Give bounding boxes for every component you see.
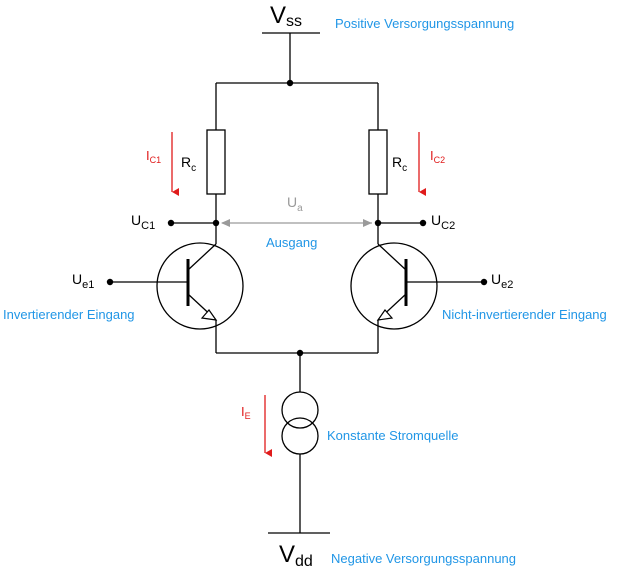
junction-dot [212, 219, 220, 227]
vdd-label: Vdd [279, 541, 313, 570]
ue1-label: Ue1 [72, 271, 94, 291]
ic1-label: IC1 [146, 148, 161, 165]
output-description: Ausgang [266, 235, 317, 250]
vdd-description: Negative Versorgungsspannung [331, 551, 516, 566]
resistor-right [368, 129, 388, 195]
vss-label: Vss [270, 2, 302, 30]
ic2-label: IC2 [430, 148, 445, 165]
ue1-terminal [106, 278, 114, 286]
ue1-description: Invertierender Eingang [3, 307, 135, 322]
ue2-terminal [480, 278, 488, 286]
junction-dot [286, 79, 294, 87]
current-source-symbol [281, 391, 319, 455]
ue2-description: Nicht-invertierender Eingang [442, 307, 607, 322]
uc1-terminal [167, 219, 175, 227]
uc2-label: UC2 [431, 212, 455, 232]
resistor-left [206, 129, 226, 195]
ie-label: IE [241, 404, 251, 421]
current-source-description: Konstante Stromquelle [327, 428, 459, 443]
output-voltage-label: Ua [287, 194, 303, 214]
transistor-left [110, 242, 244, 353]
resistor-left-label: Rc [181, 154, 196, 174]
junction-dot [374, 219, 382, 227]
ue2-label: Ue2 [491, 271, 513, 291]
uc2-terminal [419, 219, 427, 227]
uc1-label: UC1 [131, 212, 155, 232]
vss-description: Positive Versorgungsspannung [335, 16, 514, 31]
transistor-right [350, 242, 484, 353]
resistor-right-label: Rc [392, 154, 407, 174]
